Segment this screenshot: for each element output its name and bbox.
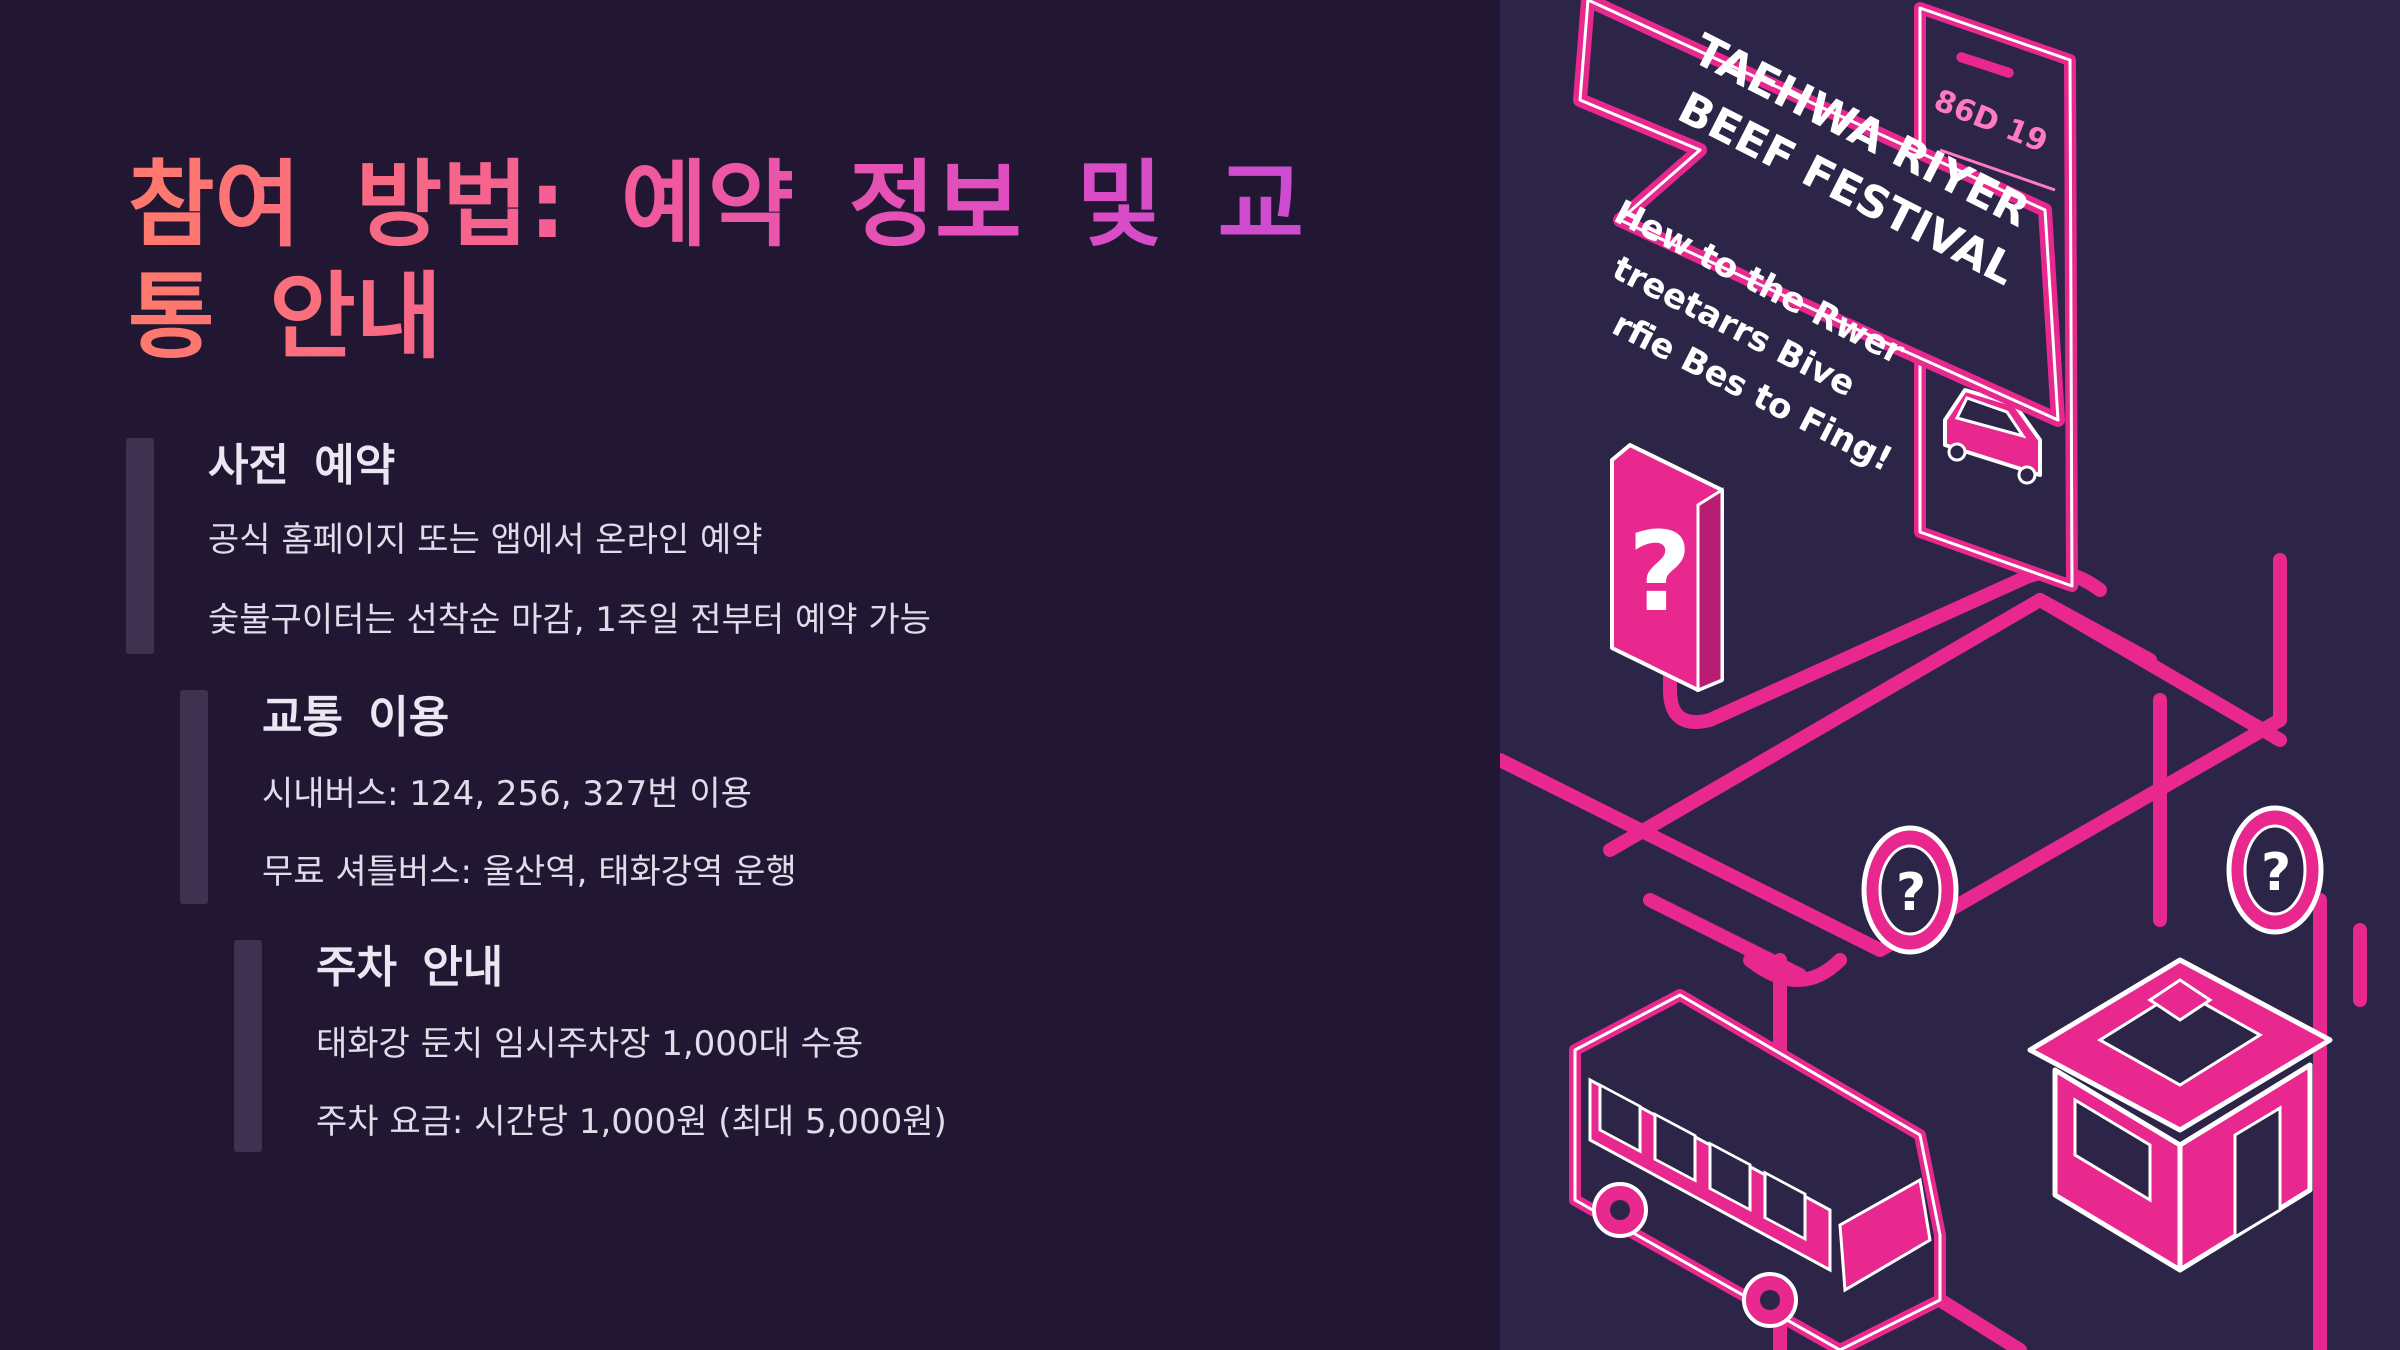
question-mark: ? <box>2261 843 2291 903</box>
section-line: 무료 셔틀버스: 울산역, 태화강역 운행 <box>262 852 797 892</box>
section-heading: 교통 이용 <box>262 692 450 743</box>
section-heading: 주차 안내 <box>316 942 504 993</box>
question-mark: ? <box>1628 508 1692 636</box>
bus-icon <box>1569 989 1946 1350</box>
section-accent-bar <box>180 690 208 904</box>
section-line: 태화강 둔치 임시주차장 1,000대 수용 <box>316 1024 864 1064</box>
content-panel: 참여 방법: 예약 정보 및 교통 안내 사전 예약 공식 홈페이지 또는 앱에… <box>126 150 1378 1160</box>
section-accent-bar <box>126 438 154 654</box>
section-reservation: 사전 예약 공식 홈페이지 또는 앱에서 온라인 예약 숯불구이터는 선착순 마… <box>126 438 1226 658</box>
ticket-booth-icon <box>2027 957 2333 1273</box>
question-sign-icon: ? <box>2226 805 2324 935</box>
festival-illustration: 86D 19 TA <box>1500 0 2400 1350</box>
question-sign-icon: ? <box>1610 443 1724 693</box>
section-transport: 교통 이용 시내버스: 124, 256, 327번 이용 무료 셔틀버스: 울… <box>180 690 1280 910</box>
illustration-panel: 86D 19 TA <box>1500 0 2400 1350</box>
question-mark: ? <box>1896 863 1926 923</box>
slide-title: 참여 방법: 예약 정보 및 교통 안내 <box>128 150 1378 374</box>
section-parking: 주차 안내 태화강 둔치 임시주차장 1,000대 수용 주차 요금: 시간당 … <box>234 940 1334 1160</box>
section-line: 시내버스: 124, 256, 327번 이용 <box>262 774 752 814</box>
question-sign-icon: ? <box>1861 825 1959 955</box>
section-line: 숯불구이터는 선착순 마감, 1주일 전부터 예약 가능 <box>208 600 931 640</box>
section-line: 주차 요금: 시간당 1,000원 (최대 5,000원) <box>316 1102 947 1142</box>
section-accent-bar <box>234 940 262 1152</box>
section-heading: 사전 예약 <box>208 440 396 491</box>
section-line: 공식 홈페이지 또는 앱에서 온라인 예약 <box>208 520 763 560</box>
